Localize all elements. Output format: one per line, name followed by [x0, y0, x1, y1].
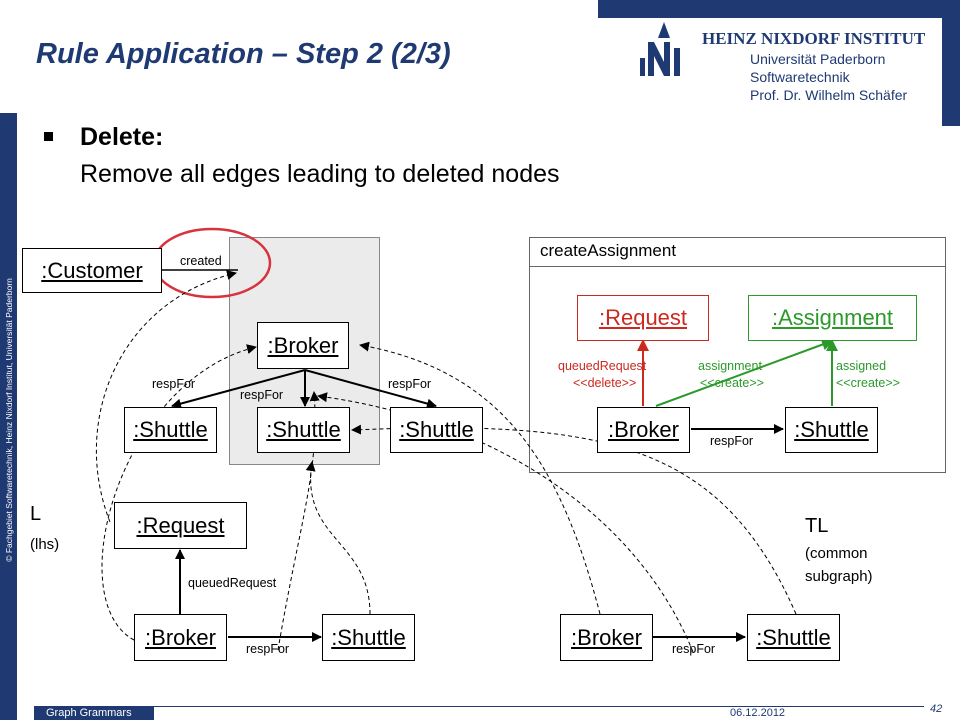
label-respfor-left: respFor [152, 377, 196, 391]
node-shuttle-left: :Shuttle [124, 407, 217, 453]
page-title: Rule Application – Step 2 (2/3) [36, 38, 451, 70]
mapping-broker-broker [101, 344, 257, 641]
rule-label-queued: queuedRequest [558, 359, 647, 373]
node-broker-top: :Broker [257, 322, 349, 369]
tl-node-shuttle: :Shuttle [747, 614, 840, 661]
lhs-sublabel: (lhs) [30, 536, 60, 553]
rule-title: createAssignment [540, 241, 677, 260]
logo-line1: HEINZ NIXDORF INSTITUT [702, 29, 926, 48]
node-shuttle-right: :Shuttle [390, 407, 483, 453]
tl-sublabel-2: subgraph) [805, 568, 873, 585]
rule-node-broker: :Broker [597, 407, 690, 453]
bullet-text: Remove all edges leading to deleted node… [80, 160, 560, 188]
mapping-tl-shuttle [351, 424, 797, 615]
rule-node-request: :Request [577, 295, 709, 341]
bullet-marker [44, 132, 53, 141]
logo-line2: Universität Paderborn [750, 51, 885, 67]
label-respfor-mid: respFor [240, 388, 284, 402]
tl-label: TL [805, 515, 829, 537]
label-created: created [180, 254, 222, 268]
footer-date: 06.12.2012 [730, 707, 786, 719]
header-bar [598, 0, 960, 18]
lhs-label: L [30, 503, 42, 525]
rule-node-assignment: :Assignment [748, 295, 917, 341]
tl-label-respfor: respFor [672, 642, 716, 656]
node-broker-bottom: :Broker [134, 614, 227, 661]
rule-label-queued-stereo: <<delete>> [573, 376, 637, 390]
rule-label-respfor: respFor [710, 434, 754, 448]
logo-line4: Prof. Dr. Wilhelm Schäfer [750, 87, 907, 103]
sidebar-bar [0, 113, 17, 720]
rule-label-assignment-stereo: <<create>> [700, 376, 764, 390]
page-number: 42 [930, 703, 943, 715]
node-customer: :Customer [22, 248, 162, 293]
rule-label-assigned-stereo: <<create>> [836, 376, 900, 390]
rule-label-assignment: assignment [698, 359, 762, 373]
label-queued: queuedRequest [188, 576, 277, 590]
tl-sublabel-1: (common [805, 545, 868, 562]
node-shuttle-mid: :Shuttle [257, 407, 350, 453]
rule-label-assigned: assigned [836, 359, 887, 373]
right-bar [942, 18, 960, 126]
institute-logo: HEINZ NIXDORF INSTITUT Universität Pader… [640, 18, 942, 104]
logo-icon: HEINZ NIXDORF INSTITUT Universität Pader… [640, 22, 926, 103]
mapping-shuttle-shuttle [305, 461, 371, 615]
tl-node-broker: :Broker [560, 614, 653, 661]
rule-divider [529, 266, 946, 267]
label-respfor-bottom: respFor [246, 642, 290, 656]
edge-respfor-right [304, 369, 437, 409]
bullet-heading: Delete: [80, 123, 164, 151]
edge-assignment-create [655, 338, 834, 407]
footer-line [34, 706, 924, 707]
label-respfor-right: respFor [388, 377, 432, 391]
edge-respfor-left [171, 369, 306, 409]
node-shuttle-bottom: :Shuttle [322, 614, 415, 661]
logo-line3: Softwaretechnik [750, 69, 851, 85]
node-request: :Request [114, 502, 247, 549]
rule-node-shuttle: :Shuttle [785, 407, 878, 453]
mapping-tl-broker [359, 341, 601, 615]
mapping-request-customer [95, 270, 237, 523]
footer-course: Graph Grammars [34, 707, 154, 720]
